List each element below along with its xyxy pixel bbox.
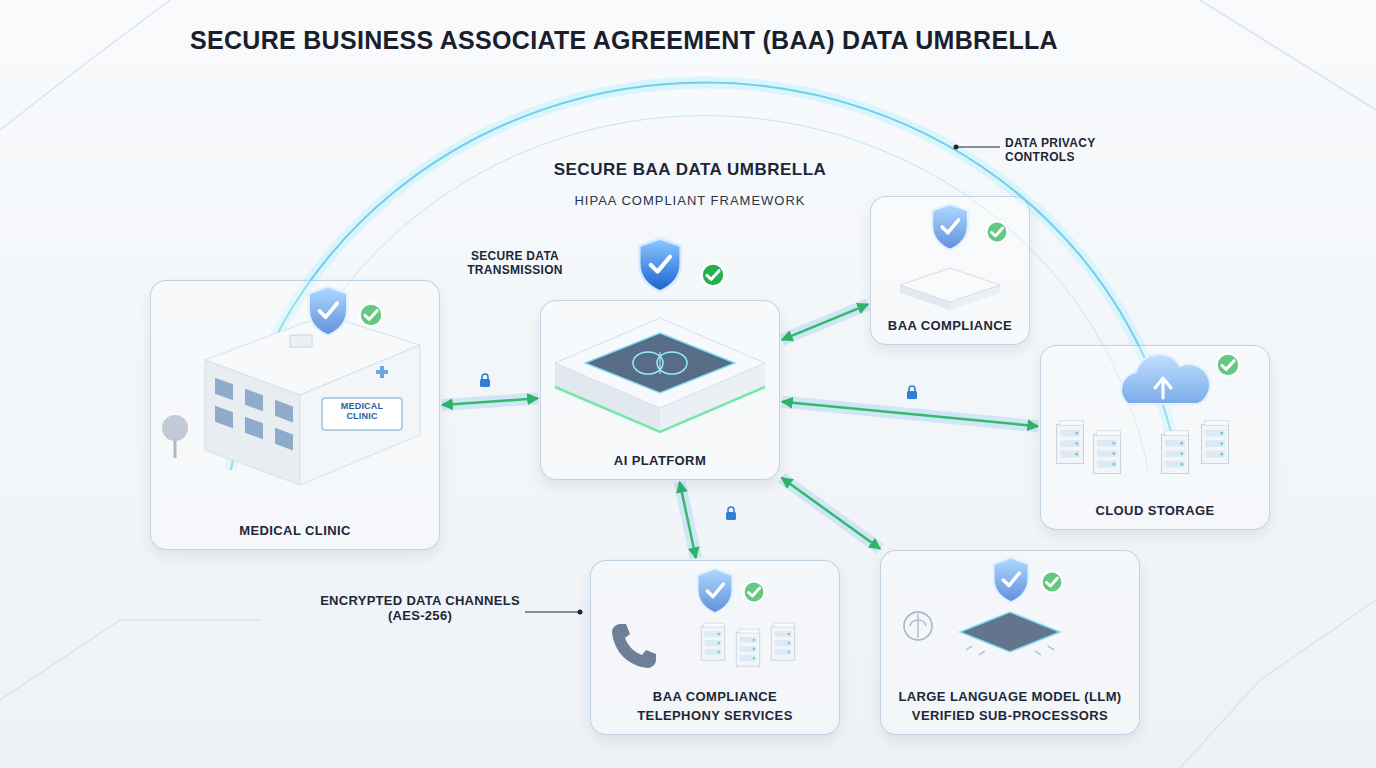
data-channel-group — [782, 304, 868, 340]
data-channel-group — [442, 398, 538, 405]
channel-tube — [680, 482, 696, 558]
data-channel — [782, 478, 881, 549]
data-channel-group — [782, 478, 881, 549]
platform-node: LARGE LANGUAGE MODEL (LLM) VERIFIED SUB-P… — [880, 550, 1140, 735]
leader-dot — [954, 145, 959, 150]
channel-tube — [442, 398, 538, 405]
annotation-label: ENCRYPTED DATA CHANNELS (AES-256) — [320, 594, 520, 624]
channel-tube — [782, 478, 881, 549]
diagram-title: SECURE BUSINESS ASSOCIATE AGREEMENT (BAA… — [190, 26, 1058, 55]
data-channel — [782, 304, 868, 340]
leader-line — [956, 146, 1000, 147]
padlock-icon — [726, 507, 736, 520]
padlock-icon — [907, 386, 917, 399]
data-channel — [680, 482, 696, 558]
platform-node: MEDICAL CLINIC — [150, 280, 440, 550]
platform-node: BAA COMPLIANCE — [870, 196, 1030, 345]
platform-node: AI PLATFORM — [540, 300, 780, 480]
platform-node: CLOUD STORAGE — [1040, 345, 1270, 530]
annotation-label: SECURE DATA TRANSMISSION — [450, 250, 580, 278]
platform-node: BAA COMPLIANCE TELEPHONY SERVICES — [590, 560, 840, 735]
data-channel — [782, 402, 1038, 427]
annotation-label: SECURE BAA DATA UMBRELLA — [520, 160, 860, 180]
channel-tube — [782, 304, 868, 340]
channel-tube — [782, 402, 1038, 427]
annotation-label: HIPAA COMPLIANT FRAMEWORK — [540, 194, 840, 209]
node-label: BAA COMPLIANCE — [888, 318, 1012, 334]
node-label: CLOUD STORAGE — [1095, 503, 1214, 519]
node-label: AI PLATFORM — [614, 453, 706, 469]
data-channel-group — [680, 482, 696, 558]
leader-dot — [578, 610, 583, 615]
node-label: MEDICAL CLINIC — [239, 523, 351, 539]
annotation-label: DATA PRIVACY CONTROLS — [1005, 137, 1120, 165]
node-label: VERIFIED SUB-PROCESSORS — [912, 708, 1108, 724]
padlock-icon — [480, 374, 490, 387]
node-label: BAA COMPLIANCE — [653, 689, 777, 705]
data-channel — [442, 398, 538, 405]
node-label: LARGE LANGUAGE MODEL (LLM) — [898, 689, 1121, 705]
data-channel-group — [782, 402, 1038, 427]
leader-line — [525, 611, 580, 612]
node-label: TELEPHONY SERVICES — [637, 708, 793, 724]
